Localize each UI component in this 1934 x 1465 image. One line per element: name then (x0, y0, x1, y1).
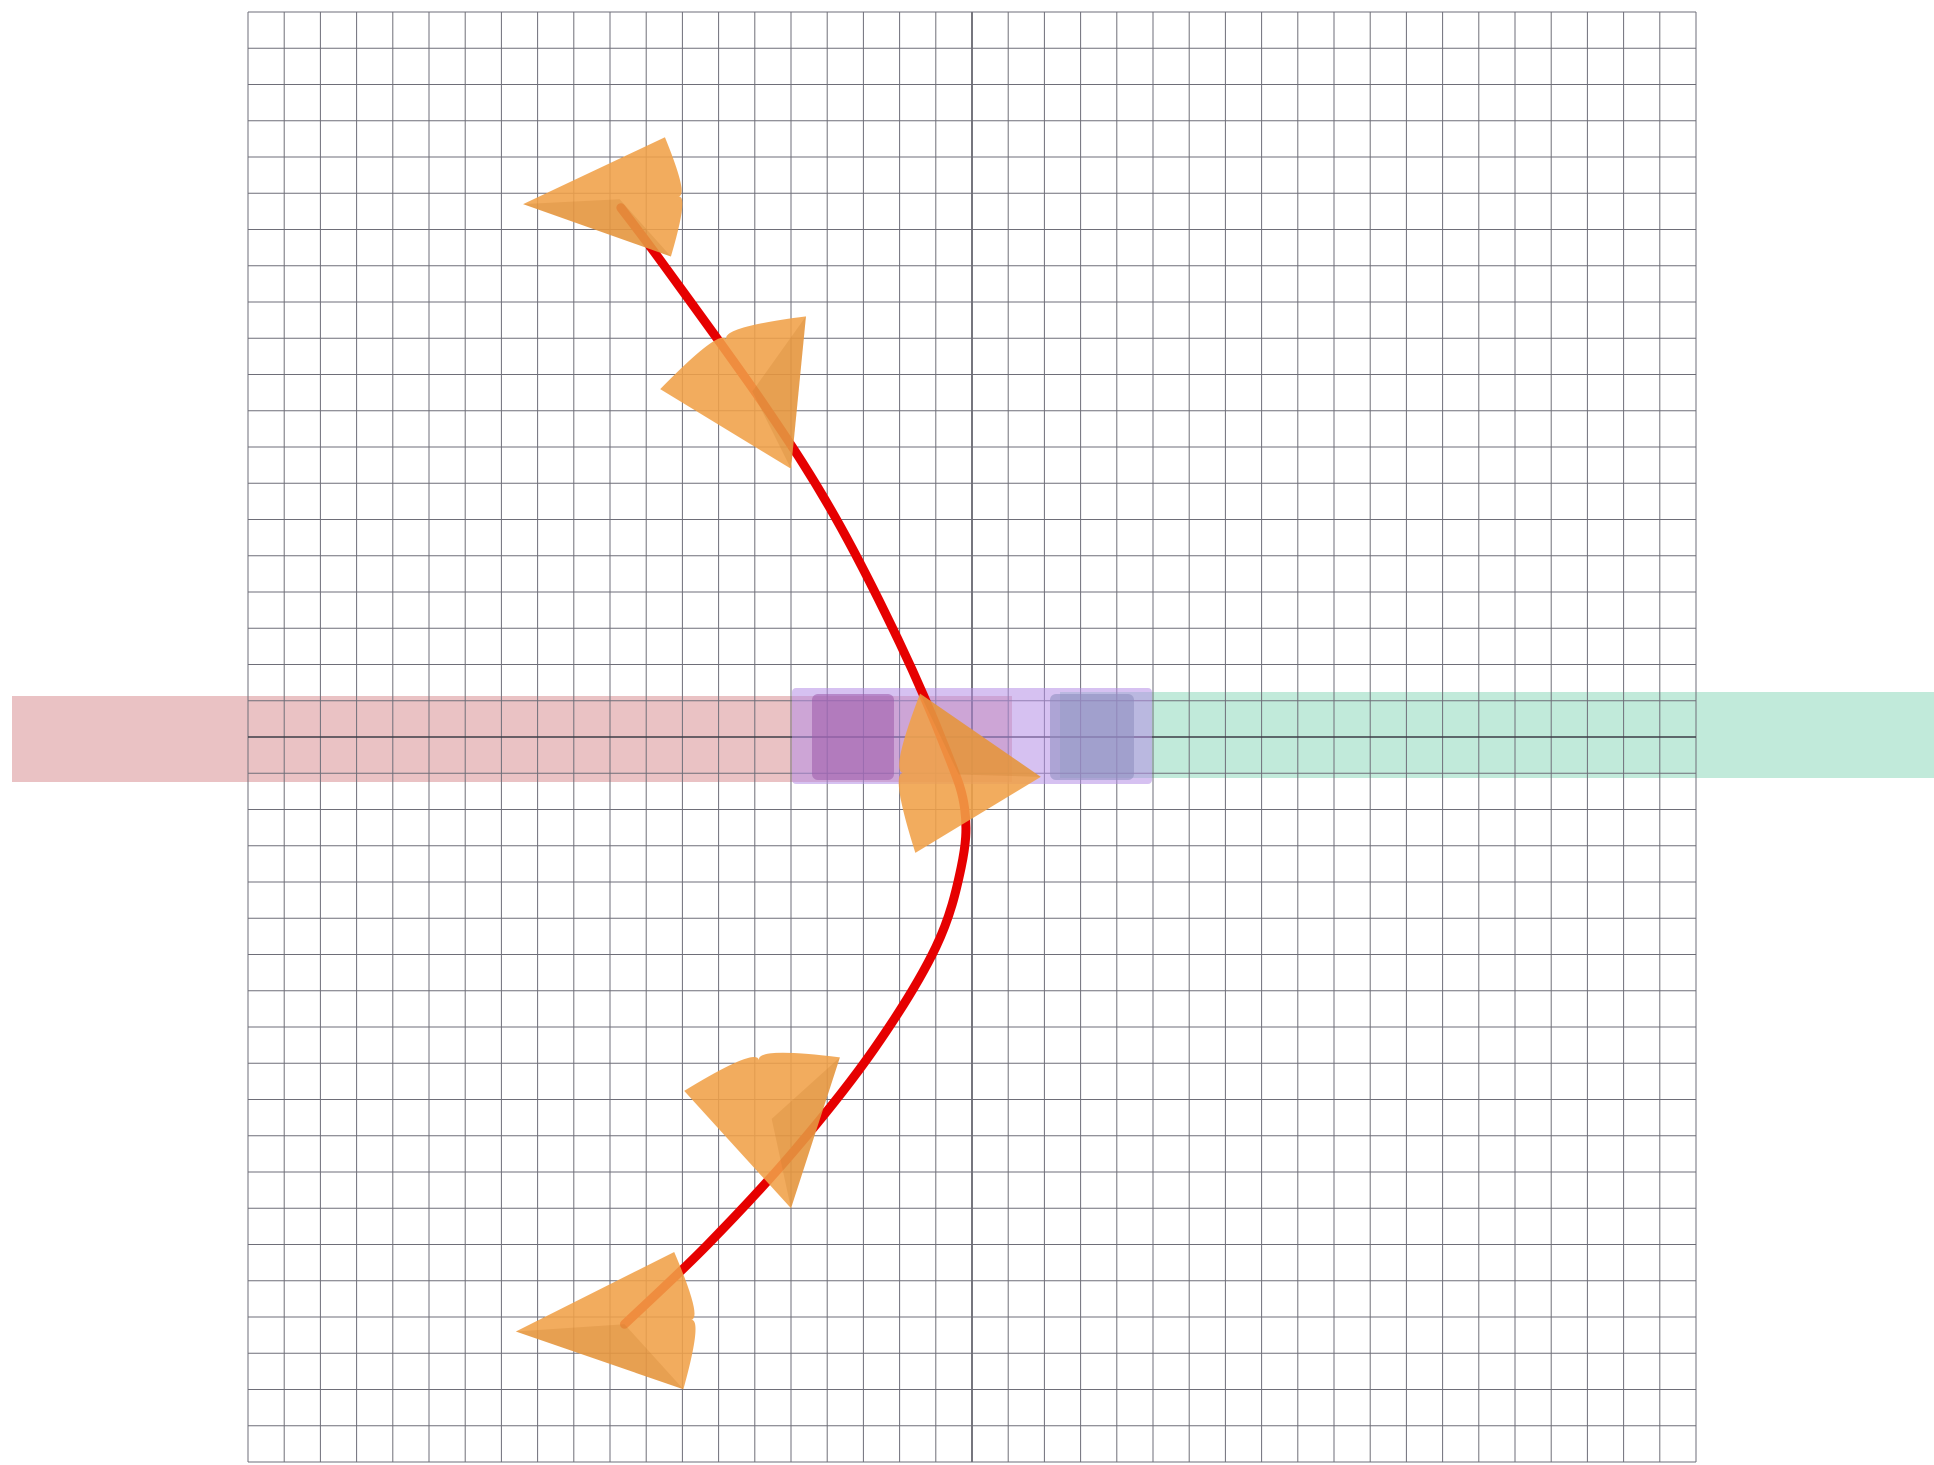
cone-1 (523, 137, 683, 257)
cone-3-shade (920, 693, 1041, 777)
cone-2 (660, 316, 806, 469)
cone-2-body (660, 316, 806, 469)
cone-5 (515, 1251, 696, 1390)
grid (247, 11, 1697, 1463)
cone-3-body (898, 693, 1041, 853)
cone-3 (898, 693, 1041, 853)
overlap-block-left (812, 694, 894, 780)
cone-2-shade (752, 316, 806, 469)
cone-4-body (684, 1052, 840, 1209)
cone-1-body (523, 137, 683, 257)
cone-4-shade (771, 1057, 840, 1209)
cone-4 (684, 1052, 840, 1209)
direction-cones (515, 137, 1041, 1390)
cone-5-body (515, 1251, 696, 1390)
right-band (1060, 692, 1934, 778)
cone-5-shade (515, 1324, 684, 1390)
cone-1-shade (523, 199, 671, 257)
overlap-block-right (1050, 694, 1134, 780)
